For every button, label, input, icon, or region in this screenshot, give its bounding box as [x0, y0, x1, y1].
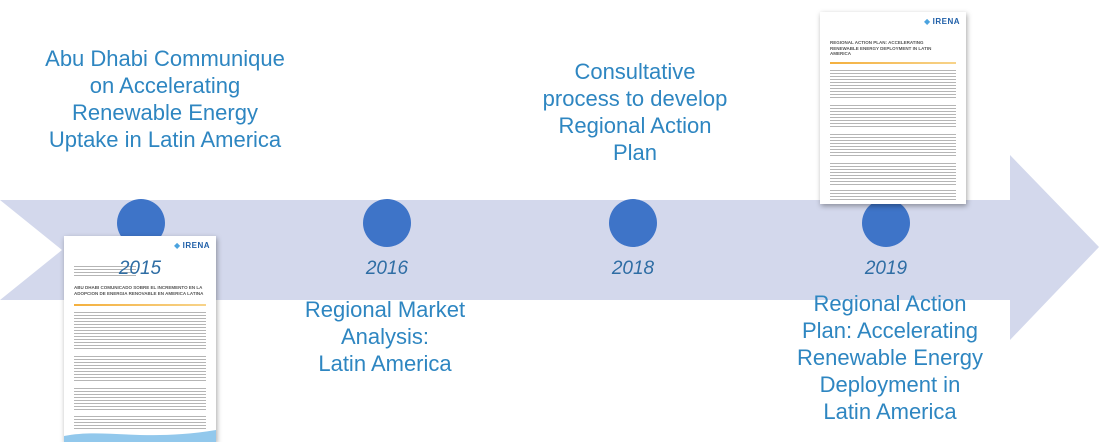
document-body-text	[830, 163, 956, 185]
irena-logo-icon: ◆IRENA	[923, 17, 960, 26]
document-body-text	[74, 356, 206, 382]
year-label-2018: 2018	[611, 258, 655, 279]
document-rule	[74, 304, 206, 306]
document-thumbnail-2019: ◆IRENA Regional Action Plan: Acceleratin…	[820, 12, 966, 204]
document-title: Abu Dhabi Comunicado sobre el incremento…	[74, 285, 204, 296]
document-rule	[830, 62, 956, 64]
document-body-text	[830, 70, 956, 100]
milestone-title-2018: Consultative process to develop Regional…	[542, 59, 728, 165]
milestone-dot-2019	[862, 199, 910, 247]
year-label-2019: 2019	[864, 258, 908, 279]
document-body-text	[74, 416, 206, 430]
document-body-text	[830, 105, 956, 129]
document-body-text	[74, 388, 206, 410]
year-label-2015: 2015	[118, 258, 162, 279]
document-wave-decoration	[64, 430, 216, 442]
document-header-lines	[74, 266, 136, 278]
year-label-2016: 2016	[365, 258, 409, 279]
document-body-text	[830, 134, 956, 158]
milestone-title-2019: Regional Action Plan: Accelerating Renew…	[797, 291, 983, 424]
irena-logo-icon: ◆IRENA	[173, 241, 210, 250]
milestone-dot-2018	[609, 199, 657, 247]
document-thumbnail-2015: ◆IRENA Abu Dhabi Comunicado sobre el inc…	[64, 236, 216, 442]
document-body-text	[830, 190, 956, 202]
milestone-title-2015: Abu Dhabi Communique on Accelerating Ren…	[45, 46, 285, 152]
milestone-title-2016: Regional Market Analysis: Latin America	[304, 297, 466, 376]
milestone-dot-2016	[363, 199, 411, 247]
document-title: Regional Action Plan: Accelerating Renew…	[830, 40, 932, 56]
document-body-text	[74, 312, 206, 350]
